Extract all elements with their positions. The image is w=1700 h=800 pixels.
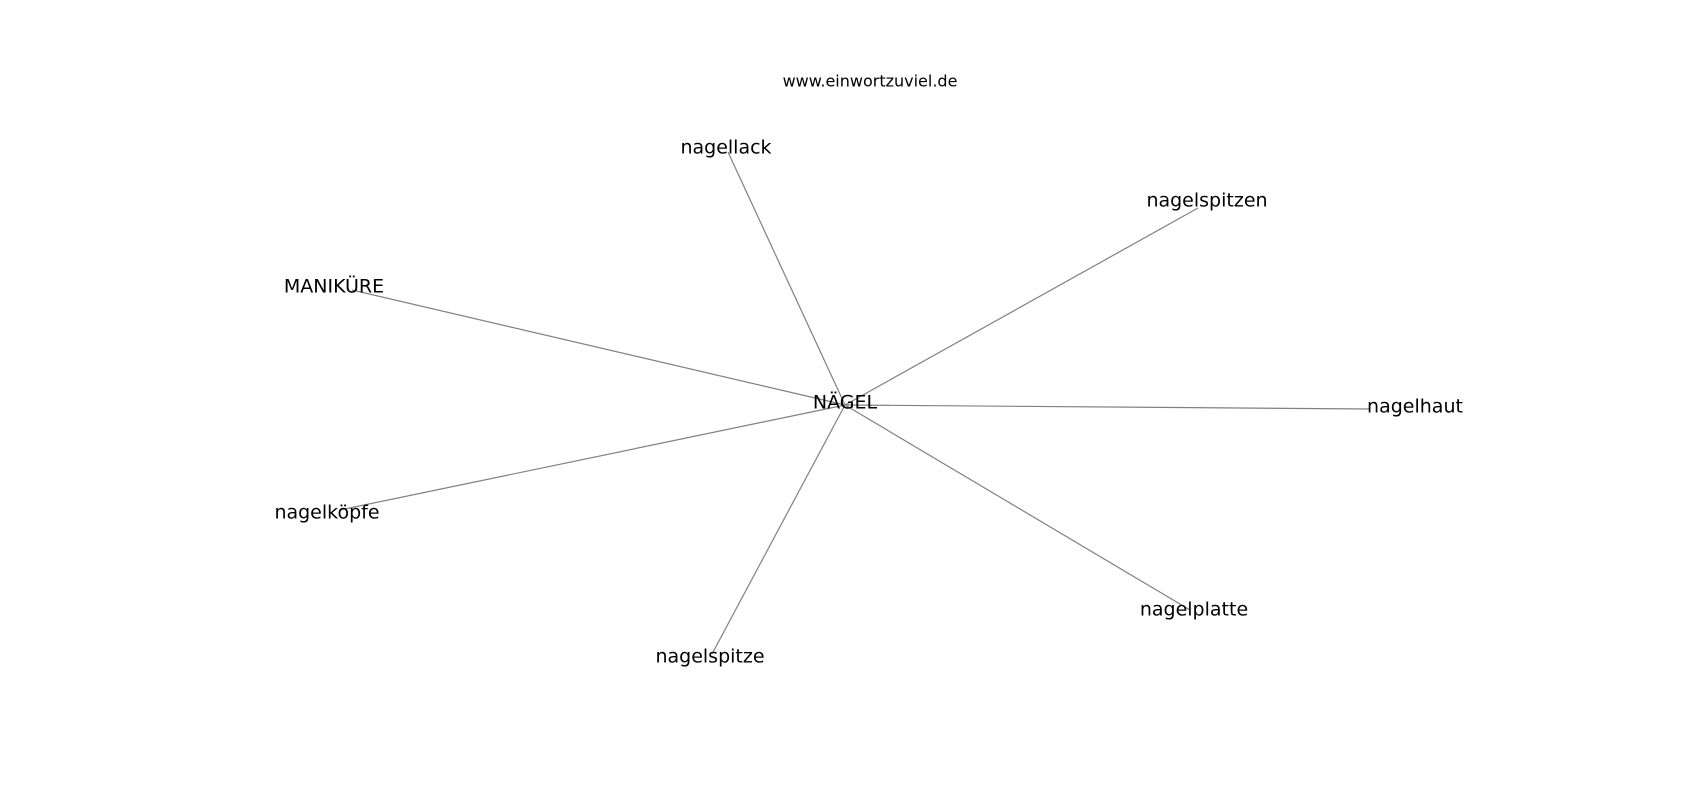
edge-nagelkoepfe	[339, 404, 846, 511]
source-label: www.einwortzuviel.de	[783, 72, 958, 91]
node-label-nagelplatte: nagelplatte	[1140, 599, 1248, 621]
edges-group	[339, 151, 1371, 655]
edge-manikuere	[351, 289, 846, 406]
node-label-nagelhaut: nagelhaut	[1367, 396, 1463, 418]
edge-nagelhaut	[844, 404, 1371, 410]
edge-nagellack	[727, 151, 846, 406]
node-label-nagelspitzen: nagelspitzen	[1146, 190, 1267, 212]
edge-nagelspitze	[711, 404, 846, 655]
node-label-nagellack: nagellack	[680, 137, 771, 159]
edge-nagelplatte	[844, 404, 1191, 611]
node-label-nagelkoepfe: nagelköpfe	[274, 502, 379, 524]
edge-nagelspitzen	[844, 207, 1199, 406]
center-node-label: NÄGEL	[813, 391, 878, 414]
node-label-manikuere: MANIKÜRE	[284, 275, 384, 298]
node-label-nagelspitze: nagelspitze	[655, 646, 764, 668]
